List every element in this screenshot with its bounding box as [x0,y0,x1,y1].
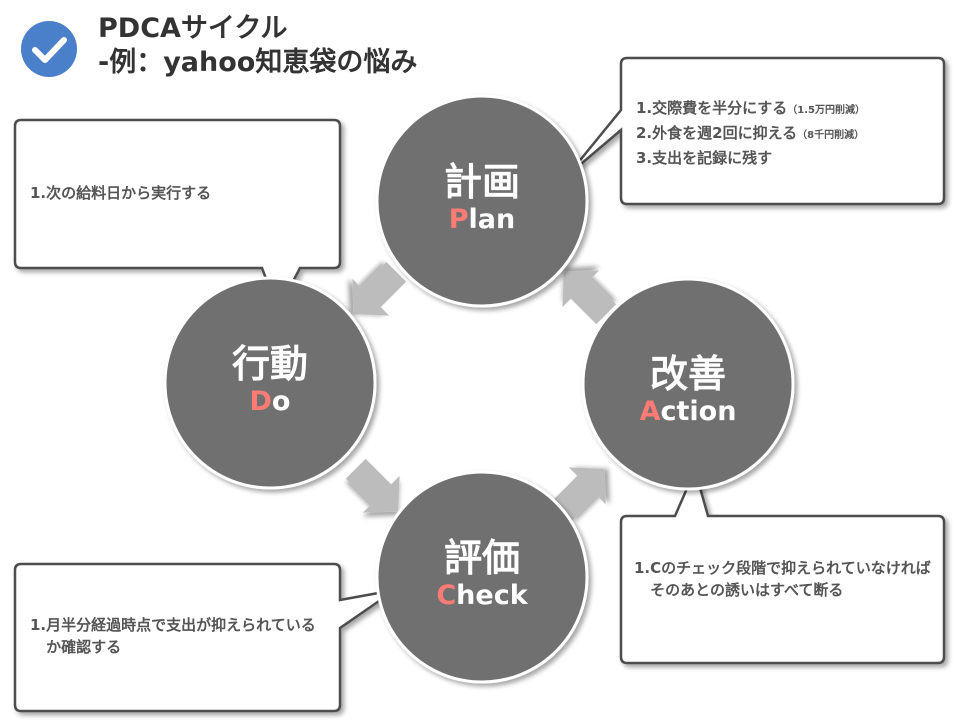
arrow-check-to-action [551,467,606,522]
arrow-plan-to-do [352,261,407,316]
item-number: 1. [634,559,651,577]
item-number: 3. [636,149,653,167]
badge-circle [21,21,77,77]
action-label: 改善 Action [608,352,768,428]
action-circle [581,277,795,491]
list-item: 1. 次の給料日から実行する [30,183,330,203]
do-kanji: 行動 [231,342,308,386]
item-text: 支出を記録に残す [652,149,773,167]
plan-label: 計画 Plan [402,160,562,236]
check-initial: C [436,580,457,611]
item-text: 外食を週2回に抑える [652,124,798,142]
item-number: 1. [636,99,653,117]
plan-callout-box [567,56,946,206]
item-note: （1.5万円削減） [787,105,866,116]
page-title: PDCAサイクル -例：yahoo知恵袋の悩み [98,12,417,80]
title-line-1: PDCAサイクル [98,13,288,44]
do-label: 行動 Do [190,342,350,418]
do-note: 1. 次の給料日から実行する [30,183,330,203]
check-badge [21,21,77,77]
title-line-2: -例：yahoo知恵袋の悩み [98,47,418,78]
check-note: 1. 月半分経過時点で支出が抑えられているか確認する [30,614,330,658]
action-kanji: 改善 [649,352,726,396]
item-text: 月半分経過時点で支出が抑えられているか確認する [46,616,316,656]
item-number: 1. [30,616,47,634]
check-circle [375,470,589,684]
action-callout-box [619,466,946,665]
check-english: Check [402,580,562,612]
arrow-do-to-check [345,458,400,513]
item-number: 1. [30,184,47,202]
plan-rest: lan [468,204,516,235]
list-item: 1. Cのチェック段階で抑えられていなければそのあとの誘いはすべて断る [634,557,936,601]
check-rest: heck [456,580,528,611]
action-english: Action [608,396,768,428]
plan-initial: P [448,204,469,235]
list-item: 1. 交際費を半分にする（1.5万円削減） [636,97,936,122]
do-initial: D [249,386,272,417]
plan-english: Plan [402,204,562,236]
do-circle [163,276,377,490]
list-item: 1. 月半分経過時点で支出が抑えられているか確認する [30,614,330,658]
item-text: 次の給料日から実行する [46,184,212,202]
check-icon [32,37,67,63]
do-rest: o [271,386,291,417]
action-rest: ction [660,396,737,427]
list-item: 3. 支出を記録に残す [636,147,936,170]
plan-note: 1. 交際費を半分にする（1.5万円削減） 2. 外食を週2回に抑える（8千円削… [636,97,936,170]
check-callout-box [13,562,396,713]
plan-kanji: 計画 [443,160,520,204]
item-text: 交際費を半分にする [652,99,788,117]
do-english: Do [190,386,350,418]
check-kanji: 評価 [443,536,520,580]
item-text: Cのチェック段階で抑えられていなければそのあとの誘いはすべて断る [650,559,931,599]
list-item: 2. 外食を週2回に抑える（8千円削減） [636,122,936,147]
check-label: 評価 Check [402,536,562,612]
action-note: 1. Cのチェック段階で抑えられていなければそのあとの誘いはすべて断る [634,557,936,601]
item-number: 2. [636,124,653,142]
arrow-action-to-plan [562,270,617,325]
plan-circle [375,94,589,308]
item-note: （8千円削減） [797,130,865,141]
action-initial: A [639,396,661,427]
